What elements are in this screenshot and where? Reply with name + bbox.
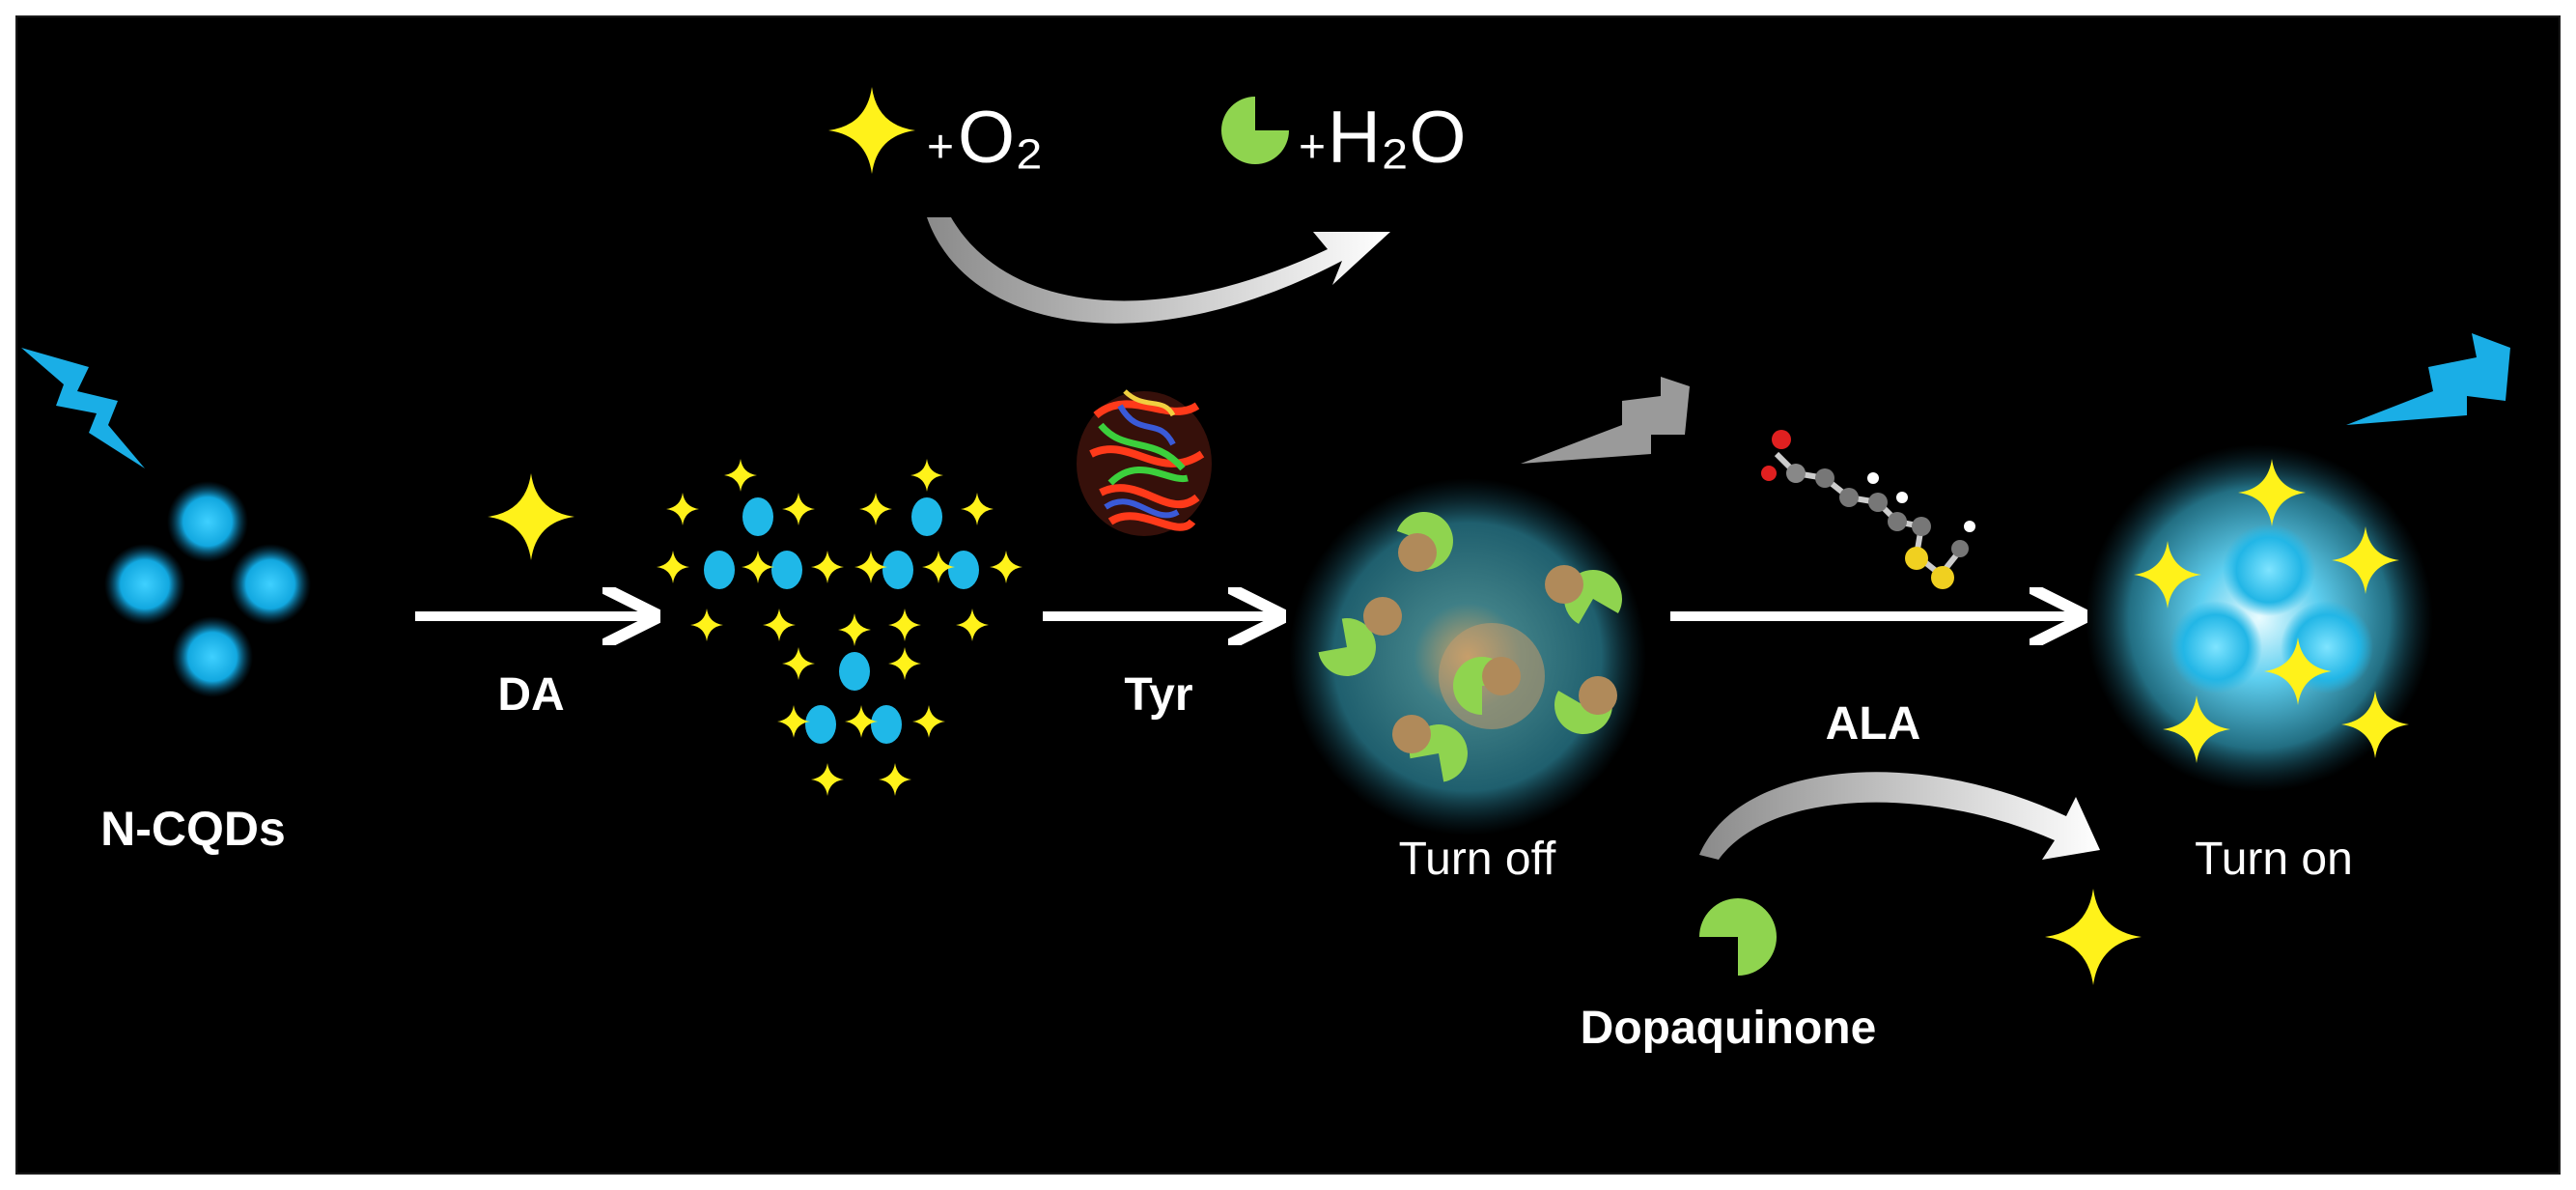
turn-on-state: Turn on [2086,333,2510,885]
curved-arrow [927,217,1390,324]
dopaquinone-icon [1699,898,1777,976]
plus-sign: + [927,122,954,173]
turn-on-label: Turn on [2195,834,2353,885]
tyr-label: Tyr [1124,669,1192,721]
ncqds-cluster: N-CQDs [21,348,311,856]
da-step: DA [415,473,649,721]
turn-on-sphere [2086,444,2433,792]
quantum-dot [167,481,248,562]
star-icon [828,87,915,174]
da-bound-qds [657,459,1022,796]
dopaquinone-icon [1221,97,1289,164]
tyrosinase-enzyme-icon [1077,389,1212,536]
top-reaction: + O₂ + H₂O [828,87,1467,324]
quantum-dot [104,544,185,625]
ala-step: ALA Dopaquinone [1581,430,2142,1054]
ala-label: ALA [1826,698,1921,750]
turn-off-state: Turn off [1289,377,1690,885]
star-icon [2045,889,2142,985]
plus-sign: + [1299,122,1326,173]
lightning-icon [1521,377,1690,464]
turn-off-label: Turn off [1399,834,1556,885]
oxygen-label: O₂ [958,97,1044,179]
dopaquinone-label: Dopaquinone [1581,1003,1877,1054]
ala-molecule-icon [1761,430,1975,589]
lightning-icon [2346,333,2510,425]
star-icon [488,473,574,560]
da-label: DA [497,669,564,721]
curved-arrow [1699,772,2100,860]
lightning-icon [21,348,145,468]
ncqds-label: N-CQDs [100,802,286,856]
water-label: H₂O [1328,97,1467,179]
tyr-step: Tyr [1043,389,1274,721]
quantum-dot [172,616,253,697]
quantum-dot [230,544,311,625]
